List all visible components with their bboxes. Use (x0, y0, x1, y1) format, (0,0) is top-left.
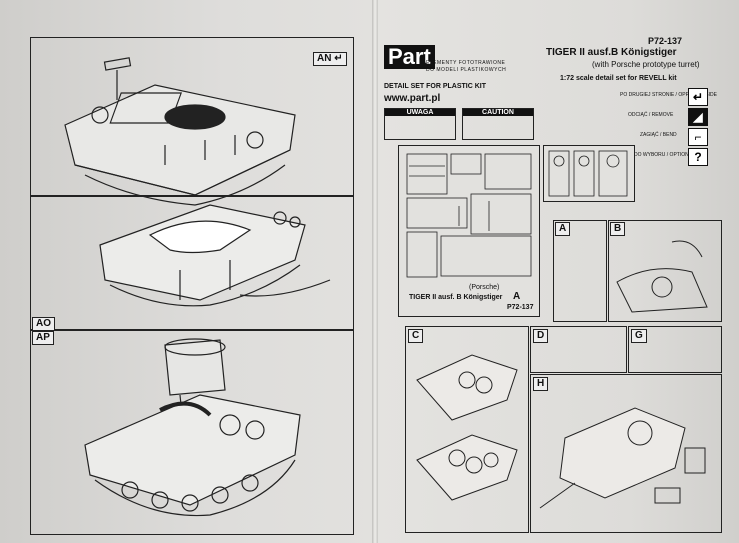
step-panel-a (553, 220, 607, 322)
fret-caption-variant: (Porsche) (469, 284, 500, 291)
detail-set-label: DETAIL SET FOR PLASTIC KIT (384, 83, 487, 90)
panel-ao-text: AO (36, 318, 51, 329)
notice-caution-title: CAUTION (463, 109, 533, 116)
divider-ao-ap (30, 329, 354, 331)
panel-label-an: AN ↵ (313, 52, 347, 66)
legend-text-bend: ZAGIĄĆ / BEND (640, 132, 677, 138)
fret-small-drawing (548, 150, 628, 197)
title-main: TIGER II ausf.B Königstiger (546, 47, 677, 58)
fret-caption-name: TIGER II ausf. B Königstiger (409, 294, 503, 301)
legend-text-optional: DO WYBORU / OPTIONAL (634, 152, 695, 158)
fret-caption-code: P72-137 (507, 304, 534, 311)
legend-text-remove: ODCIĄĆ / REMOVE (628, 112, 674, 118)
panel-ap-text: AP (36, 332, 50, 343)
panel-an-text: AN (317, 53, 332, 64)
step-label-b: B (610, 222, 626, 236)
brand-logo: Part (384, 45, 435, 69)
notice-uwaga-title: UWAGA (385, 109, 455, 116)
step-panel-h (530, 374, 722, 533)
divider-an-ao (30, 195, 354, 197)
bend-icon: ⌐ (688, 128, 708, 146)
notice-caution: CAUTION (462, 108, 534, 140)
step-label-g: G (631, 329, 647, 343)
step-label-c: C (408, 329, 424, 343)
instruction-frame-left (30, 37, 354, 535)
page-fold (372, 0, 378, 543)
step-panel-g (628, 326, 722, 373)
scale-line: 1:72 scale detail set for REVELL kit (560, 75, 677, 82)
cut-icon: ◢ (688, 108, 708, 126)
title-sub: (with Porsche prototype turret) (592, 60, 700, 69)
step-label-h: H (533, 377, 549, 391)
panel-label-ao: AO (32, 317, 55, 331)
panel-label-ap: AP (32, 331, 54, 345)
tank-hull-drawing-ao (99, 204, 331, 307)
product-code: P72-137 (648, 36, 683, 46)
step-label-d: D (533, 329, 549, 343)
step-h-drawing (539, 407, 706, 509)
photoetch-fret: TIGER II ausf. B Königstiger (Porsche) P… (398, 145, 540, 317)
tank-full-drawing-ap (84, 338, 301, 517)
question-icon: ? (688, 148, 708, 166)
notice-uwaga: UWAGA (384, 108, 456, 140)
step-label-a: A (555, 222, 571, 236)
step-panel-b (608, 220, 722, 322)
brand-subline-2: DO MODELI PLASTIKOWYCH (426, 67, 507, 73)
photoetch-fret-small (543, 145, 635, 202)
fret-parts-drawing (406, 153, 532, 278)
step-b-drawing (616, 240, 708, 313)
step-panel-d (530, 326, 627, 373)
step-c-drawing (416, 354, 518, 501)
return-arrow-icon: ↵ (334, 53, 343, 64)
step-panel-c (405, 326, 529, 533)
tank-hull-drawing-an (64, 57, 296, 206)
brand-subline-1: ELEMENTY FOTOTRAWIONE (426, 60, 506, 66)
return-arrow-icon: ↵ (688, 88, 708, 106)
website-label: www.part.pl (384, 93, 441, 104)
fret-caption-marker: A (513, 291, 521, 302)
legend-text-opposite: PO DRUGIEJ STRONIE / OPPOSITE SIDE (620, 92, 717, 98)
